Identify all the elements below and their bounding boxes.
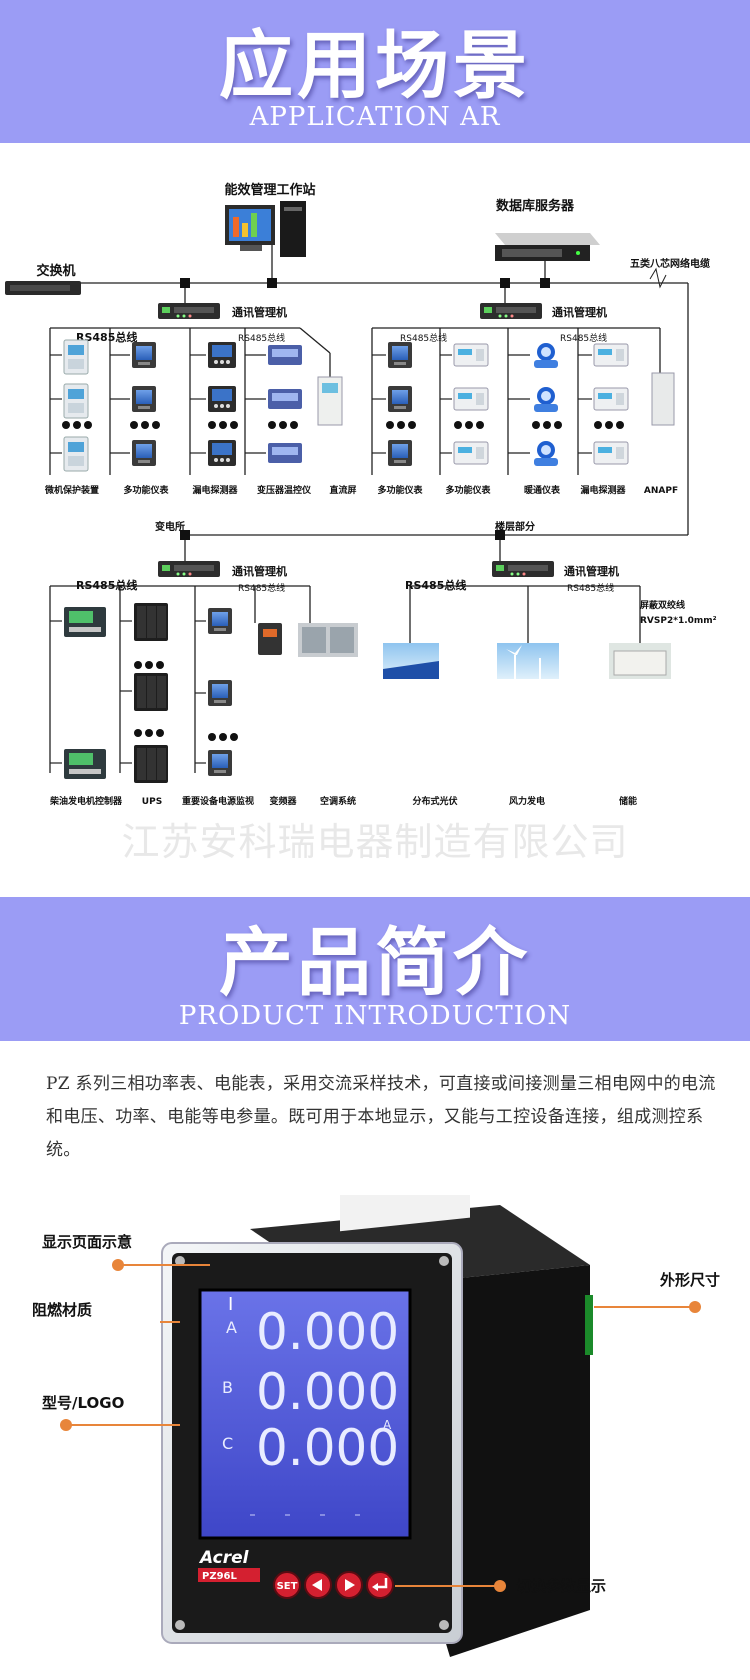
product-figure: I A 0.000 B 0.000 A C 0.000 Acrel PZ96L … <box>32 1195 720 1657</box>
switch-icon <box>5 281 81 295</box>
callout-dot-logo <box>60 1419 72 1431</box>
g3-item-1: 柴油发电机控制器 <box>49 795 123 807</box>
brand-logo: Acrel <box>198 1548 250 1568</box>
wind-turbine-image <box>497 643 559 679</box>
shield-spec-label: RVSP2*1.0mm² <box>640 616 717 626</box>
g2-item-3: 暖通仪表 <box>524 484 561 496</box>
label-model-logo: 型号/LOGO <box>42 1394 124 1412</box>
rs485-1a-label: RS485总线 <box>76 330 137 344</box>
lcd-row-label-a: A <box>226 1318 237 1337</box>
rs485-3b-label: RS485总线 <box>238 582 285 594</box>
g2-item-5: ANAPF <box>644 486 678 496</box>
callout-dot-display <box>112 1259 124 1271</box>
lcd-value-a: 0.000 <box>256 1303 399 1361</box>
db-server-label: 数据库服务器 <box>496 198 575 214</box>
g1-item-1: 微机保护装置 <box>44 484 99 496</box>
rs485-4a-label: RS485总线 <box>405 578 466 592</box>
workstation-label: 能效管理工作站 <box>224 182 315 198</box>
g1-item-5: 直流屏 <box>329 484 356 496</box>
db-server-icon <box>495 233 600 261</box>
right-button[interactable] <box>335 1571 363 1599</box>
application-banner: 应用场景 APPLICATION AR <box>0 0 750 143</box>
g3-item-4: 变频器 <box>269 795 297 807</box>
comm-manager-2-icon <box>480 303 542 319</box>
lcd-phase-mark: I <box>228 1294 233 1315</box>
lcd-row-label-b: B <box>222 1378 233 1397</box>
label-display-page: 显示页面示意 <box>42 1233 132 1251</box>
lcd-screen: I <box>198 1288 412 1540</box>
g4-item-1: 分布式光伏 <box>412 795 457 807</box>
g4-item-3: 储能 <box>619 795 637 807</box>
callout-dot-switch <box>494 1580 506 1592</box>
g1-item-2: 多功能仪表 <box>123 484 169 496</box>
rs485-2a-label: RS485总线 <box>400 332 447 344</box>
g3-item-3: 重要设备电源监视 <box>182 795 254 807</box>
rs485-3a-label: RS485总线 <box>76 578 137 592</box>
lcd-value-c: 0.000 <box>256 1419 399 1477</box>
lcd-value-b: 0.000 <box>256 1363 399 1421</box>
g2-item-2: 多功能仪表 <box>445 484 491 496</box>
comm-manager-3-label: 通讯管理机 <box>232 564 287 578</box>
company-watermark: 江苏安科瑞电器制造有限公司 <box>121 820 628 864</box>
set-button-label: SET <box>277 1581 298 1592</box>
comm-manager-2-label: 通讯管理机 <box>552 305 607 319</box>
lcd-row-label-c: C <box>222 1434 233 1453</box>
model-text: PZ96L <box>202 1571 237 1582</box>
product-description: PZ 系列三相功率表、电能表，采用交流采样技术，可直接或间接测量三相电网中的电流… <box>46 1074 716 1160</box>
callout-dot-size <box>689 1301 701 1313</box>
shield-cable-label: 屏蔽双绞线 <box>640 599 685 611</box>
left-button[interactable] <box>304 1571 332 1599</box>
intro-banner: 产品简介 PRODUCT INTRODUCTION <box>0 897 750 1041</box>
comm-manager-1-icon <box>158 303 220 319</box>
g1-item-4: 变压器温控仪 <box>257 484 312 496</box>
model-tag <box>198 1568 260 1582</box>
comm-manager-4-icon <box>492 561 554 577</box>
intro-subtitle: PRODUCT INTRODUCTION <box>178 1001 572 1031</box>
rs485-2b-label: RS485总线 <box>560 332 607 344</box>
floor-label: 楼层部分 <box>495 520 535 533</box>
g1-item-3: 漏电探测器 <box>192 484 238 496</box>
workstation-icon <box>225 201 306 257</box>
rs485-1b-label: RS485总线 <box>238 332 285 344</box>
arrow-right-icon <box>345 1579 355 1591</box>
label-size: 外形尺寸 <box>659 1271 720 1289</box>
cable-label: 五类八芯网络电缆 <box>630 257 710 270</box>
application-title: 应用场景 <box>219 23 531 109</box>
set-button[interactable]: SET <box>273 1571 301 1599</box>
lcd-unit: A <box>383 1418 392 1432</box>
substation-label: 变电所 <box>155 520 185 533</box>
comm-manager-4-label: 通讯管理机 <box>564 564 619 578</box>
storage-image <box>609 643 671 679</box>
g3-item-2: UPS <box>142 797 162 807</box>
application-subtitle: APPLICATION AR <box>249 102 501 132</box>
g2-item-1: 多功能仪表 <box>377 484 423 496</box>
arrow-left-icon <box>312 1579 322 1591</box>
enter-button[interactable] <box>366 1571 394 1599</box>
g4-item-2: 风力发电 <box>509 795 545 807</box>
comm-manager-3-icon <box>158 561 220 577</box>
system-architecture-diagram: 能效管理工作站 数据库服务器 交换机 五类八芯网络电缆 通讯管理机 RS485总… <box>5 182 717 864</box>
g2-item-4: 漏电探测器 <box>580 484 626 496</box>
comm-manager-1-label: 通讯管理机 <box>232 305 287 319</box>
enter-icon <box>375 1578 388 1589</box>
switch-label: 交换机 <box>36 263 75 279</box>
intro-title: 产品简介 <box>219 920 531 1006</box>
g3-item-5: 空调系统 <box>320 795 356 807</box>
rs485-4b-label: RS485总线 <box>567 582 614 594</box>
label-material: 阻燃材质 <box>32 1301 92 1319</box>
solar-panel-image <box>383 643 439 679</box>
label-switch-params: 切换参数显示 <box>516 1577 606 1595</box>
